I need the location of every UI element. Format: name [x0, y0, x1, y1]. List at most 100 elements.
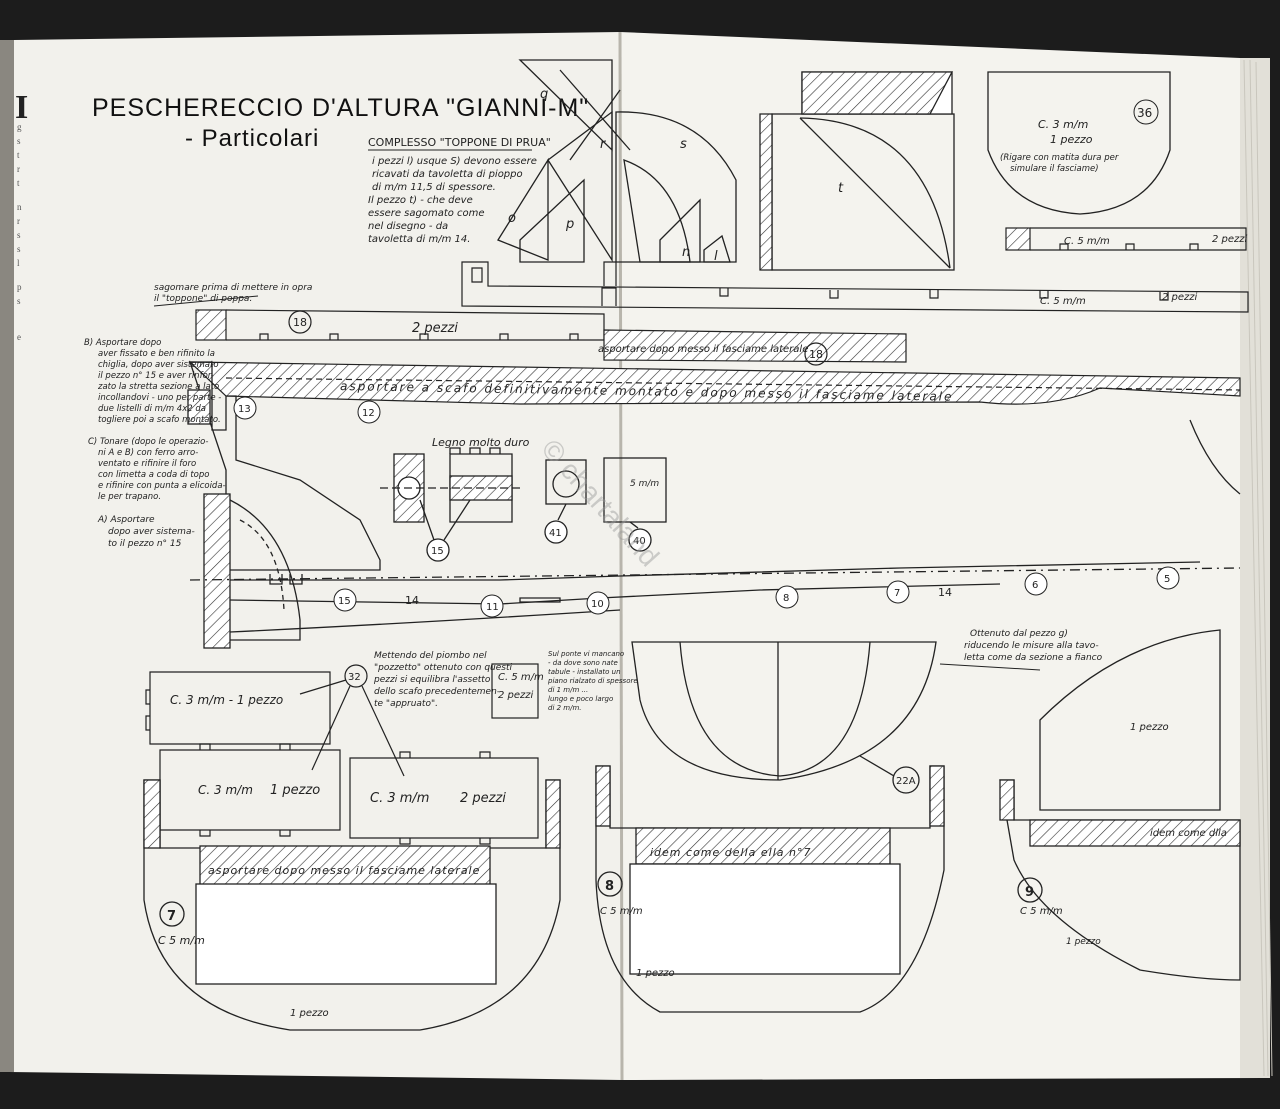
svg-text:"pozzetto" ottenuto con questi: "pozzetto" ottenuto con questi	[374, 663, 513, 673]
frame-8	[595, 765, 945, 1013]
svg-text:zato la stretta sezione a lato: zato la stretta sezione a lato	[97, 382, 219, 392]
svg-text:togliere poi a scafo montato.: togliere poi a scafo montato.	[98, 415, 221, 425]
toppone-pieces	[497, 59, 737, 263]
svg-text:C 5 m/m: C 5 m/m	[158, 934, 205, 947]
svg-text:e: e	[17, 332, 21, 342]
svg-text:ni A e B) con ferro arro-: ni A e B) con ferro arro-	[98, 448, 198, 458]
svg-text:C 5 m/m: C 5 m/m	[1020, 906, 1063, 917]
svg-text:n: n	[17, 202, 22, 212]
svg-text:sagomare prima di mettere in o: sagomare prima di mettere in opra	[154, 283, 312, 293]
svg-text:s: s	[17, 296, 21, 306]
bow-curve	[1189, 419, 1241, 495]
drawing-subtitle: - Particolari	[185, 125, 319, 152]
ottenuto-note: Ottenuto dal pezzo g) riducendo le misur…	[964, 629, 1103, 663]
svg-text:lungo e poco largo: lungo e poco largo	[548, 695, 613, 703]
svg-text:2 pezzi: 2 pezzi	[1162, 292, 1198, 303]
svg-text:r: r	[17, 164, 20, 174]
svg-text:C. 3 m/m: C. 3 m/m	[198, 783, 253, 797]
sul-ponte-note: Sul ponte vi mancano - da dove sono nate…	[547, 650, 638, 712]
part-18b: 18	[809, 348, 823, 361]
frame-7	[143, 779, 561, 1031]
svg-text:s: s	[17, 136, 21, 146]
part-36: 36	[1137, 106, 1152, 120]
svg-text:asportare dopo messo il fascia: asportare dopo messo il fasciame lateral…	[208, 864, 480, 877]
svg-text:Il pezzo t) - che deve: Il pezzo t) - che deve	[368, 195, 473, 206]
svg-text:t: t	[17, 150, 20, 160]
left-page	[10, 32, 622, 1080]
svg-text:r: r	[17, 216, 20, 226]
svg-text:A) Asportare: A) Asportare	[97, 515, 155, 525]
svg-text:chiglia, dopo aver sistemato: chiglia, dopo aver sistemato	[98, 360, 219, 370]
svg-text:2 pezzi: 2 pezzi	[498, 690, 534, 701]
strip-c5-b	[461, 261, 1249, 313]
margin-letters: g s t r t n r s s l p s e	[17, 122, 22, 342]
pieces-41-40	[544, 457, 667, 552]
svg-text:s: s	[17, 230, 21, 240]
svg-text:il pezzo n° 15 e aver rinfor-: il pezzo n° 15 e aver rinfor-	[98, 371, 214, 381]
frame-22a	[631, 641, 937, 794]
svg-text:C. 3 m/m: C. 3 m/m	[370, 791, 429, 806]
svg-text:simulare il fasciame): simulare il fasciame)	[1010, 164, 1099, 174]
svg-text:C. 5 m/m: C. 5 m/m	[498, 672, 544, 683]
svg-text:ventato e rifinire il foro: ventato e rifinire il foro	[98, 459, 196, 469]
svg-text:Legno molto duro: Legno molto duro	[432, 436, 530, 449]
svg-text:COMPLESSO "TOPPONE DI PRUA": COMPLESSO "TOPPONE DI PRUA"	[368, 136, 551, 149]
svg-text:le per trapano.: le per trapano.	[98, 492, 161, 502]
svg-text:B) Asportare dopo: B) Asportare dopo	[84, 338, 161, 348]
svg-text:C 5 m/m: C 5 m/m	[600, 906, 643, 917]
svg-text:2 pezzi: 2 pezzi	[460, 791, 506, 806]
svg-text:C. 5 m/m: C. 5 m/m	[1064, 236, 1110, 247]
svg-text:riducendo le misure alla tavo-: riducendo le misure alla tavo-	[964, 641, 1099, 651]
keel-strip	[188, 361, 1241, 405]
svg-text:dello scafo precedentemen-: dello scafo precedentemen-	[374, 687, 500, 697]
svg-text:essere sagomato come: essere sagomato come	[368, 208, 485, 219]
svg-text:di m/m 11,5 di spessore.: di m/m 11,5 di spessore.	[372, 182, 496, 193]
svg-text:te "appruato".: te "appruato".	[374, 699, 438, 709]
part-7b: 7	[167, 909, 176, 924]
svg-text:Ottenuto dal pezzo g): Ottenuto dal pezzo g)	[970, 629, 1068, 639]
svg-text:idem come della ella n°7: idem come della ella n°7	[650, 846, 811, 859]
svg-text:2 pezzi: 2 pezzi	[412, 321, 458, 336]
piece-t	[759, 71, 955, 271]
right-page	[620, 32, 1262, 1080]
note-c: C) Tonare (dopo le operazio- ni A e B) c…	[88, 437, 226, 502]
svg-text:l: l	[714, 249, 718, 264]
svg-text:I: I	[15, 89, 28, 126]
part-18a: 18	[293, 316, 307, 329]
stern-assembly	[187, 361, 1241, 649]
svg-text:1 pezzo: 1 pezzo	[1130, 722, 1169, 733]
svg-text:o: o	[508, 211, 516, 226]
part-6: 6	[1032, 580, 1038, 591]
svg-text:Mettendo del piombo nel: Mettendo del piombo nel	[374, 651, 487, 661]
part-11: 11	[486, 602, 499, 613]
svg-text:dopo aver sistema-: dopo aver sistema-	[108, 527, 195, 537]
part-8b: 8	[605, 879, 614, 894]
note-a: A) Asportare dopo aver sistema- to il pe…	[97, 515, 195, 549]
piece-15-detail: Legno molto duro	[380, 436, 530, 562]
svg-text:asportare dopo messo il fascia: asportare dopo messo il fasciame lateral…	[598, 344, 808, 355]
part-13: 13	[238, 404, 251, 415]
part-22a: 22A	[896, 776, 916, 787]
svg-text:s: s	[17, 244, 21, 254]
svg-text:p: p	[17, 282, 22, 292]
svg-text:due listelli di m/m 4x2 da: due listelli di m/m 4x2 da	[98, 404, 206, 414]
piece-letters: q r s t o p n l	[508, 87, 844, 264]
svg-text:incollandovi - uno per parte -: incollandovi - uno per parte -	[98, 393, 221, 403]
svg-text:p: p	[565, 217, 574, 232]
part-40: 40	[633, 536, 646, 547]
svg-text:pezzi si equilibra l'assetto: pezzi si equilibra l'assetto	[373, 675, 491, 685]
svg-text:- da dove sono nate: - da dove sono nate	[548, 659, 618, 667]
part-32: 32	[348, 672, 361, 683]
svg-text:1 pezzo: 1 pezzo	[636, 968, 675, 979]
svg-text:t: t	[17, 178, 20, 188]
part-15b: 15	[338, 596, 351, 607]
svg-text:1 pezzo: 1 pezzo	[270, 783, 320, 798]
svg-text:tavoletta di m/m 14.: tavoletta di m/m 14.	[368, 234, 470, 245]
frame-9	[999, 629, 1241, 981]
part-8: 8	[783, 593, 789, 604]
svg-text:1 pezzo: 1 pezzo	[1066, 937, 1101, 947]
svg-text:g: g	[17, 122, 22, 132]
svg-text:aver fissato e ben rifinito la: aver fissato e ben rifinito la	[98, 349, 215, 359]
svg-text:piano rialzato di spessore: piano rialzato di spessore	[547, 677, 638, 685]
part-41: 41	[549, 528, 562, 539]
